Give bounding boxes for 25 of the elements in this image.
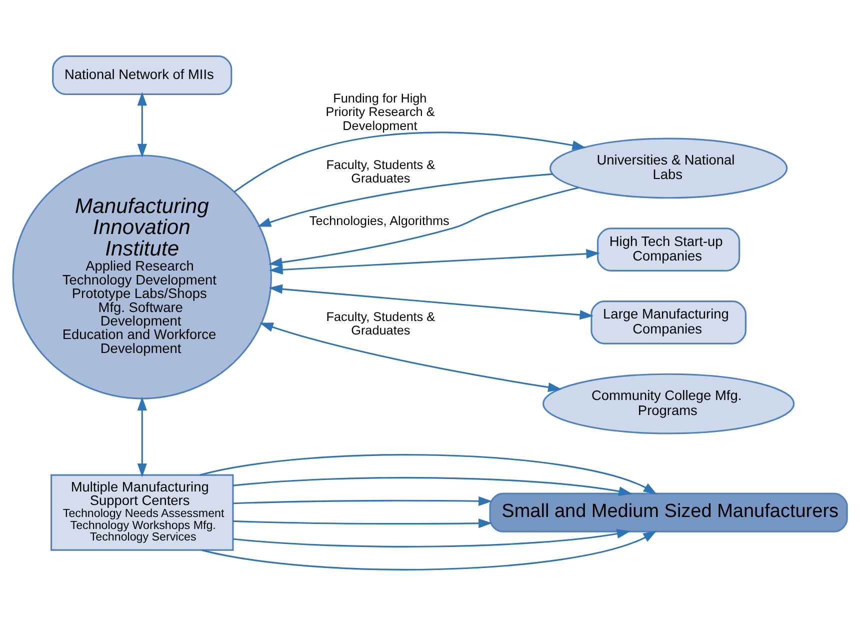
arrow (268, 284, 594, 320)
node-ellipse: Community College Mfg. Programs (542, 373, 795, 434)
arrow (269, 249, 600, 275)
arrow (234, 132, 586, 192)
arrow (257, 173, 553, 227)
arrow (232, 529, 631, 548)
arrow (137, 396, 147, 478)
node-box: Large Manufacturing Companies (590, 300, 746, 344)
arrow (202, 530, 657, 570)
node-ellipse: Universities & National Labs (550, 138, 788, 199)
edge-label: Technologies, Algorithms (309, 214, 450, 228)
arrow (200, 454, 658, 495)
arrow (137, 92, 147, 158)
arrow (268, 186, 579, 268)
edge-label: Faculty, Students & Graduates (326, 310, 436, 338)
arrow (260, 322, 562, 392)
node-box: National Network of MIIs (52, 55, 232, 96)
arrow (233, 496, 492, 506)
node-box: Multiple Manufacturing Support Centers Technology Needs Assessment Technology Workshops Mfg. Technology Services (50, 474, 234, 551)
arrow (232, 476, 632, 496)
edge-label: Faculty, Students & Graduates (326, 158, 436, 186)
edge-label: Funding for High Priority Research & Development (326, 91, 435, 133)
node-box: Small and Medium Sized Manufacturers (489, 492, 848, 532)
node-box: High Tech Start-up Companies (597, 228, 740, 272)
arrow (233, 518, 492, 528)
